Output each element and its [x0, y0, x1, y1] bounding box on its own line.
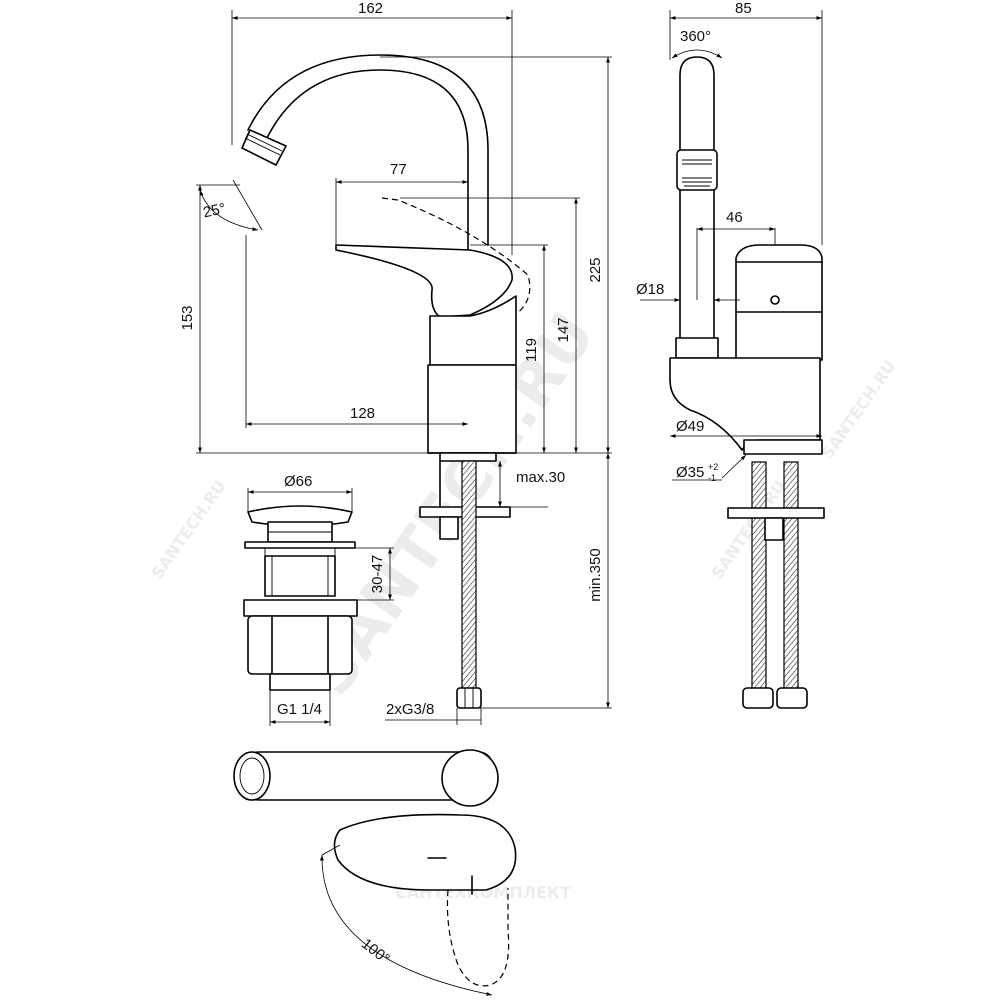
- aerator-angle-label: 25°: [202, 200, 228, 221]
- waste-nut: [247, 615, 353, 675]
- dim-153-label: 153: [179, 305, 196, 330]
- spout-outer-line: [265, 69, 469, 251]
- indicator-dot: [770, 295, 780, 305]
- dim-66-label: Ø66: [284, 473, 312, 490]
- side-view-dimensions: 162 225 77 147 119 153 128 max.30: [179, 0, 612, 725]
- front-view-dimensions: 85 360° 46 Ø18 Ø49 Ø35 +2 -1: [636, 0, 823, 483]
- faucet-front-view: [669, 56, 825, 709]
- mounting-nut: [439, 516, 459, 540]
- faucet-body-lower: [427, 364, 517, 454]
- dim-max30-label: max.30: [516, 469, 565, 486]
- dim-225-label: 225: [587, 257, 604, 282]
- dim-77-label: 77: [390, 161, 407, 178]
- dim-spout-dia-label: Ø18: [636, 281, 664, 298]
- waste-body: [264, 555, 336, 597]
- faucet-side-view: 25°: [199, 54, 531, 709]
- hose-fitting-front-left: [742, 687, 774, 709]
- dim-147-label: 147: [555, 317, 572, 342]
- waste-drain-view: [243, 505, 358, 691]
- angle-arc-25: [199, 189, 259, 232]
- swivel-label: 360°: [680, 28, 711, 45]
- dim-hole-dia-label: Ø35: [676, 464, 704, 481]
- faucet-top-view: 100°: [233, 749, 517, 996]
- watermark-small-far-right: SANTECH.RU: [818, 357, 900, 463]
- swivel-arc: [671, 49, 723, 59]
- dim-hole-tol-lower: -1: [708, 473, 716, 483]
- lever-top: [333, 813, 517, 891]
- lever-rotation-label: 100°: [358, 935, 393, 968]
- lever-rotation-arc: [319, 854, 493, 996]
- dim-hole-tol-upper: +2: [708, 462, 718, 472]
- aerator-front: [676, 149, 718, 191]
- dim-g114-label: G1 1/4: [277, 701, 322, 718]
- waste-nut-plate: [243, 599, 358, 617]
- lever-handle: [335, 244, 513, 318]
- aerator-top: [233, 751, 271, 801]
- dim-30-47-label: 30-47: [369, 555, 386, 593]
- aerator-mesh: [682, 159, 712, 187]
- lever-top-alt: [446, 888, 510, 987]
- hose-fitting-front-right: [776, 687, 808, 709]
- lever-alt-position: [381, 197, 531, 319]
- dim-119-label: 119: [523, 338, 540, 362]
- base-front: [743, 439, 823, 455]
- faucet-base-ring: [439, 452, 497, 462]
- body-top: [441, 749, 499, 807]
- waste-thread-tail: [269, 673, 331, 691]
- mounting-nut-front: [764, 517, 784, 541]
- mounting-plate-front: [727, 507, 825, 519]
- dim-46-label: 46: [726, 209, 743, 226]
- faucet-body-upper: [429, 295, 517, 366]
- dim-162-label: 162: [358, 0, 383, 17]
- spout-top-line: [247, 54, 489, 246]
- spout-collar-front: [675, 337, 719, 359]
- hose-fitting-side: [456, 687, 482, 709]
- watermark-small-left: SANTECH.RU: [148, 477, 230, 583]
- dim-min350-label: min.350: [587, 548, 604, 601]
- dim-49-label: Ø49: [676, 418, 704, 435]
- dim-128-label: 128: [350, 405, 375, 422]
- waste-flange: [244, 541, 356, 549]
- waste-dimensions: Ø66 30-47 G1 1/4: [247, 473, 394, 726]
- dim-hose-thread-label: 2xG3/8: [386, 701, 434, 718]
- dim-85-label: 85: [735, 0, 752, 17]
